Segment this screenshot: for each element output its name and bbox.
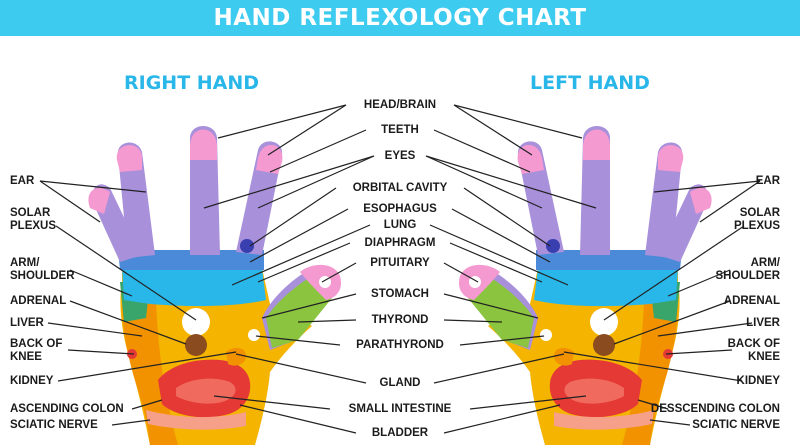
label-kidney-left: KIDNEY [10, 375, 54, 387]
label-solar-plexus-right: SOLAR PLEXUS [733, 207, 780, 232]
right-palm-blue [122, 268, 266, 307]
label-orbital-cavity: ORBITAL CAVITY [352, 182, 448, 194]
left-ring-tip [658, 145, 684, 172]
label-arm-shoulder-right: ARM/ SHOULDER [715, 257, 780, 282]
label-adrenal-left: ADRENAL [10, 295, 67, 307]
label-eyes: EYES [384, 150, 416, 162]
left-adrenal-dot [593, 334, 615, 356]
right-little-tip [88, 187, 110, 214]
right-middle-tip [190, 129, 217, 160]
label-lung: LUNG [383, 219, 417, 231]
right-adrenal-dot [185, 334, 207, 356]
label-sciatic-nerve-right: SCIATIC NERVE [692, 419, 780, 431]
left-hand-illustration [458, 126, 712, 445]
label-small-intestine: SMALL INTESTINE [348, 403, 452, 415]
left-thumb-green [468, 276, 534, 348]
right-hand-illustration [88, 126, 342, 445]
label-ear-right: EAR [755, 175, 780, 187]
left-intestine-inner [564, 378, 624, 404]
label-teeth: TEETH [381, 124, 419, 136]
label-pituitary: PITUITARY [370, 257, 430, 269]
label-arm-shoulder-left: ARM/ SHOULDER [10, 257, 75, 282]
right-ring-tip [116, 145, 142, 172]
right-index-tip [256, 144, 283, 174]
left-eye-dot [546, 239, 560, 253]
left-little-tip [690, 187, 712, 214]
title-banner [0, 0, 800, 36]
left-ring-finger [645, 142, 683, 258]
left-bladder [554, 410, 654, 430]
right-ring-finger [117, 142, 155, 258]
label-back-of-knee-left: BACK OF KNEE [10, 338, 63, 363]
label-bladder: BLADDER [371, 427, 429, 439]
label-stomach: STOMACH [371, 288, 429, 300]
label-back-of-knee-right: BACK OF KNEE [727, 338, 780, 363]
left-middle-tip [583, 129, 610, 160]
right-intestine-inner [176, 378, 236, 404]
leader-lines [39, 104, 761, 434]
left-solar-plexus-dot [590, 308, 618, 336]
left-hand-title: LEFT HAND [530, 72, 650, 94]
label-ear-left: EAR [10, 175, 35, 187]
right-bladder [146, 410, 246, 430]
label-esophagus: ESOPHAGUS [363, 203, 437, 215]
label-liver-right: LIVER [746, 317, 780, 329]
chart-title: HAND REFLEXOLOGY CHART [213, 5, 587, 31]
left-palm-blue [534, 268, 678, 307]
left-parathyroid-dot [540, 329, 552, 341]
label-parathyrond: PARATHYROND [356, 339, 444, 351]
left-index-tip [517, 144, 544, 174]
right-parathyroid-dot [248, 329, 260, 341]
label-ascending-colon: ASCENDING COLON [10, 403, 124, 415]
right-hand-title: RIGHT HAND [124, 72, 260, 94]
label-solar-plexus-left: SOLAR PLEXUS [10, 207, 57, 232]
left-palm-orange [622, 300, 678, 445]
label-kidney-right: KIDNEY [736, 375, 780, 387]
label-head-brain: HEAD/BRAIN [363, 99, 437, 111]
label-sciatic-nerve-left: SCIATIC NERVE [10, 419, 98, 431]
label-adrenal-right: ADRENAL [723, 295, 780, 307]
label-gland: GLAND [379, 377, 421, 389]
label-descending-colon: DESSCENDING COLON [650, 403, 780, 415]
label-thyrond: THYROND [371, 314, 429, 326]
right-palm-orange [122, 300, 178, 445]
label-diaphragm: DIAPHRAGM [364, 237, 436, 249]
right-solar-plexus-dot [182, 308, 210, 336]
label-liver-left: LIVER [10, 317, 44, 329]
right-thumb-green [266, 276, 332, 348]
right-eye-dot [240, 239, 254, 253]
